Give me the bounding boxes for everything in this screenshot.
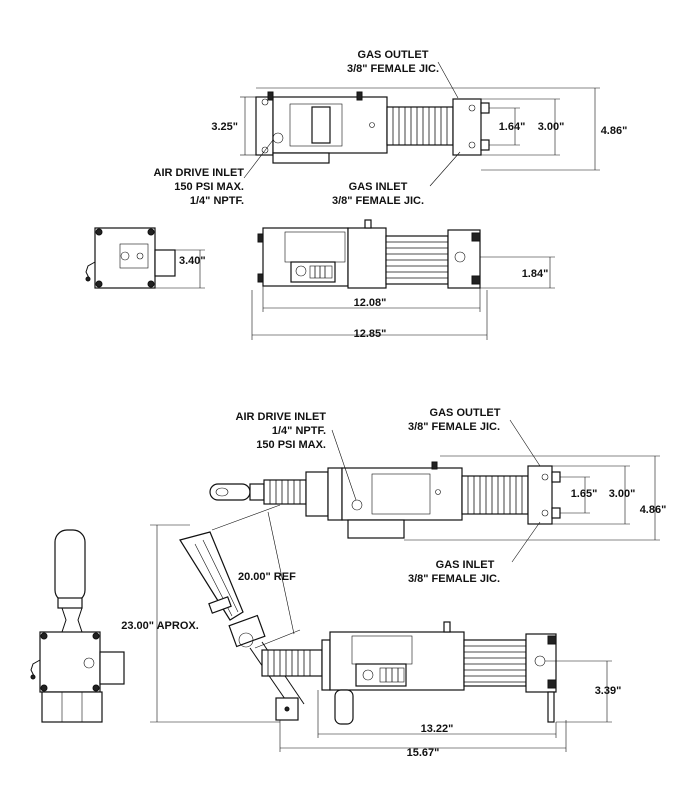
bottom-side-ribs [464, 645, 526, 683]
top-air-drive-inlet-thread: 1/4" NPTF. [190, 195, 244, 207]
dim-top-overall-length: 12.85" [354, 328, 387, 340]
dim-bottom-overall-length: 15.67" [407, 747, 440, 759]
top-side-view [257, 219, 481, 289]
top-gas-inlet-spec: 3/8" FEMALE JIC. [332, 195, 424, 207]
dim-bottom-body-length: 13.22" [421, 723, 454, 735]
dim-top-end-view-height: 3.40" [179, 255, 206, 267]
dim-top-block-height: 3.00" [538, 121, 565, 133]
dim-top-overall-height: 4.86" [601, 125, 628, 137]
dim-bottom-handle-height: 23.00" APROX. [121, 620, 199, 632]
top-plan-view [255, 91, 490, 164]
top-air-drive-inlet-label: AIR DRIVE INLET [154, 167, 245, 179]
bottom-gas-outlet-label: GAS OUTLET [430, 407, 501, 419]
bottom-side-view [179, 531, 557, 725]
bottom-air-drive-inlet-thread: 1/4" NPTF. [272, 425, 326, 437]
dimension-lines [150, 87, 660, 752]
top-plan-ribs [392, 107, 448, 145]
dim-bottom-block-height: 3.00" [609, 488, 636, 500]
dim-top-height-body: 3.25" [211, 121, 238, 133]
dim-top-port-spacing: 1.64" [499, 121, 526, 133]
dim-bottom-handle-length: 20.00" REF [238, 571, 296, 583]
bottom-gas-outlet-spec: 3/8" FEMALE JIC. [408, 421, 500, 433]
bottom-plan-ribs [467, 476, 523, 514]
bottom-plan-view [209, 461, 561, 539]
dim-top-body-length: 12.08" [354, 297, 387, 309]
bottom-end-view [30, 529, 125, 723]
top-gas-inlet-label: GAS INLET [349, 181, 408, 193]
top-side-ribs [386, 241, 448, 279]
bottom-air-drive-inlet-label: AIR DRIVE INLET [236, 411, 327, 423]
dim-top-port-offset: 1.84" [522, 268, 549, 280]
bottom-gas-inlet-label: GAS INLET [436, 559, 495, 571]
dim-bottom-port-spacing: 1.65" [571, 488, 598, 500]
bottom-gas-inlet-spec: 3/8" FEMALE JIC. [408, 573, 500, 585]
dim-bottom-overall-height: 4.86" [640, 504, 667, 516]
leader-lines [243, 61, 541, 563]
top-end-view [85, 227, 176, 289]
top-gas-outlet-spec: 3/8" FEMALE JIC. [347, 63, 439, 75]
bottom-air-drive-inlet-pressure: 150 PSI MAX. [256, 439, 326, 451]
dim-bottom-port-offset: 3.39" [595, 685, 622, 697]
top-gas-outlet-label: GAS OUTLET [358, 49, 429, 61]
top-air-drive-inlet-pressure: 150 PSI MAX. [174, 181, 244, 193]
